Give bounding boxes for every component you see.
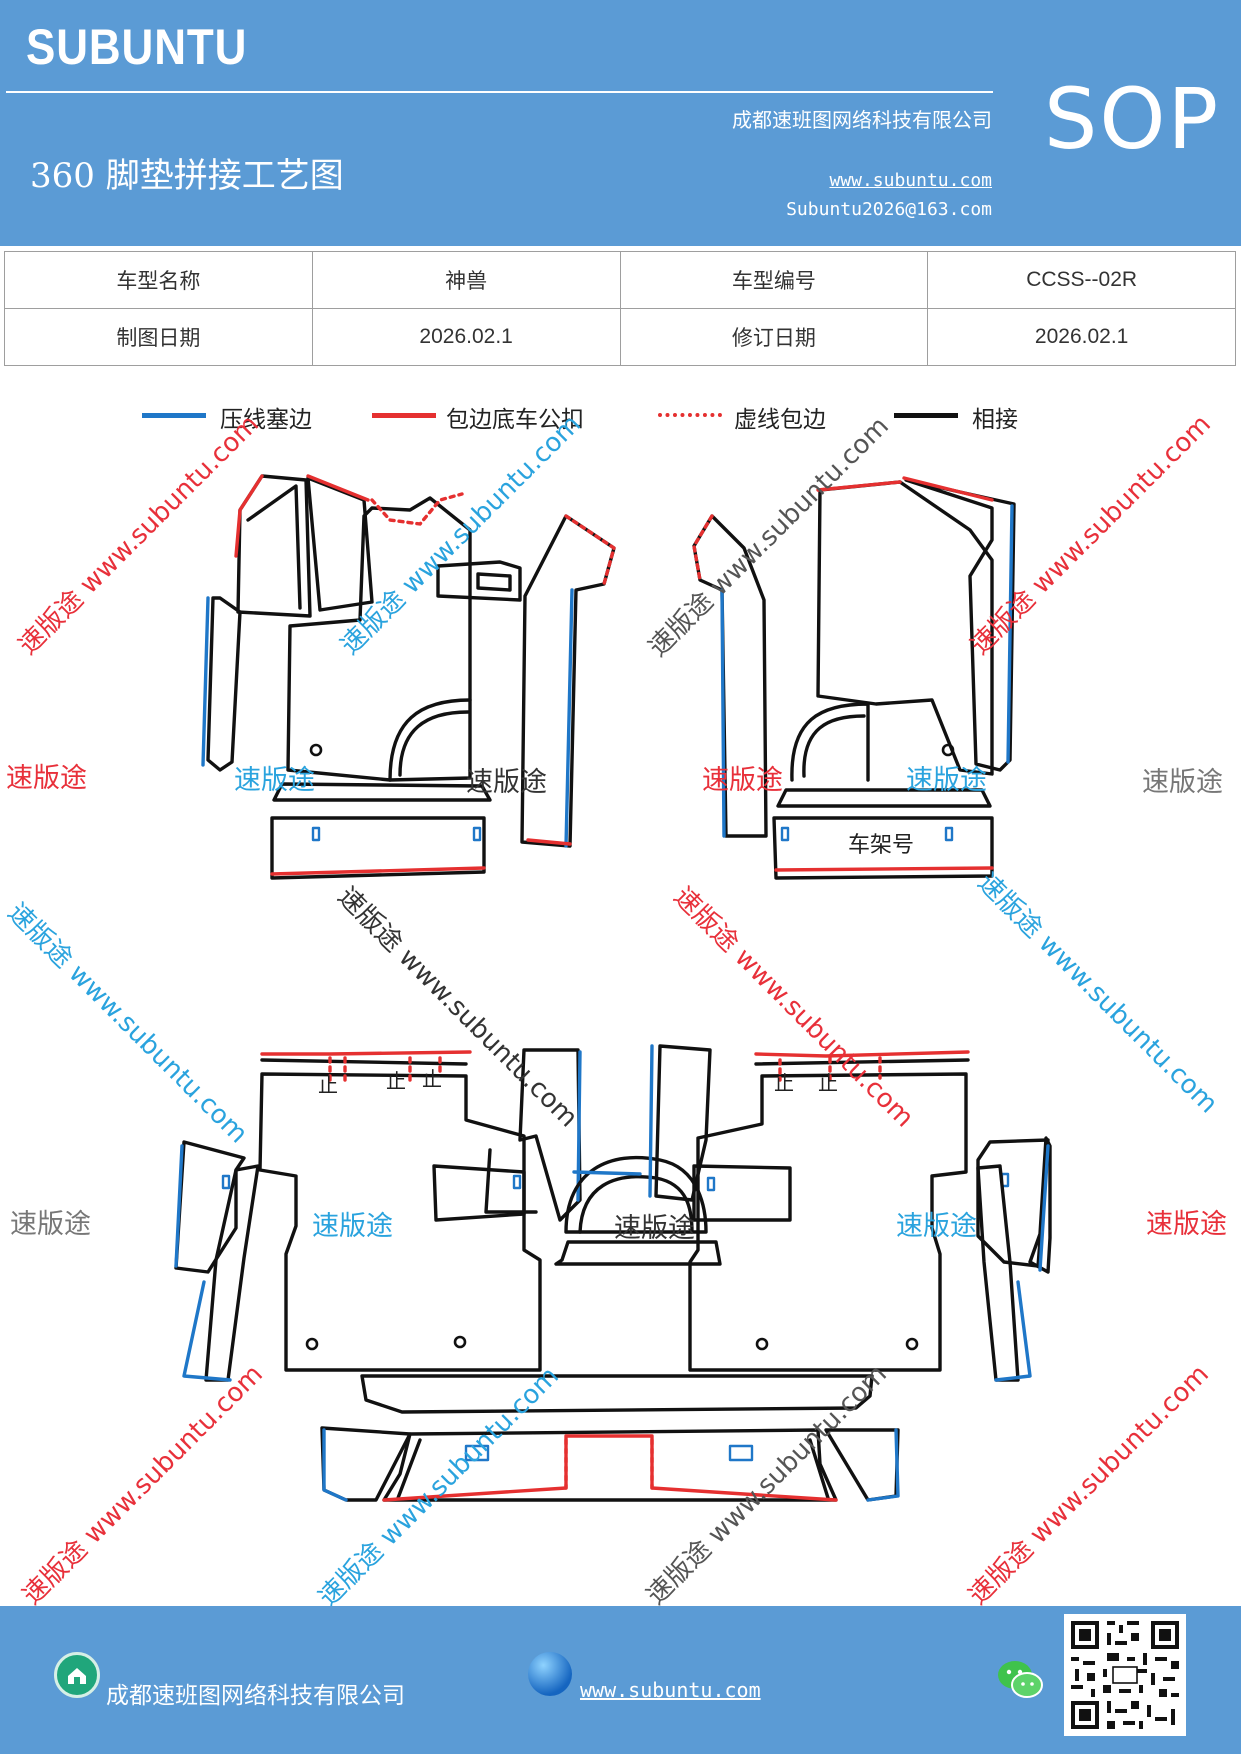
table-row: 车型名称 神兽 车型编号 CCSS--02R (4, 251, 1236, 309)
buckle-label: 止 (818, 1071, 838, 1095)
rear-mat-group: 止 止 止 止 止 (174, 1044, 1052, 1502)
email-address: Subuntu2026@163.com (786, 199, 992, 220)
model-code-label: 车型编号 (619, 251, 929, 309)
header-banner: SUBUNTU 成都速班图网络科技有限公司 360 脚垫拼接工艺图 www.su… (0, 0, 1241, 246)
qr-code[interactable] (1064, 1614, 1186, 1736)
revise-date-value: 2026.02.1 (927, 308, 1236, 366)
model-code-value: CCSS--02R (927, 251, 1236, 309)
watermark-label: 速版途 (1146, 1209, 1227, 1240)
floor-mat-drawing: 车架号 止 止 止 (174, 474, 1052, 1502)
legend-label: 包边底车公扣 (446, 407, 584, 433)
table-row: 制图日期 2026.02.1 修订日期 2026.02.1 (4, 308, 1236, 366)
buckle-label: 止 (386, 1069, 406, 1093)
footer-banner: 成都速班图网络科技有限公司 www.subuntu.com (0, 1606, 1241, 1754)
legend-label: 压线塞边 (220, 407, 312, 433)
watermark-label: 速版途 (1142, 767, 1223, 798)
frame-number-label: 车架号 (848, 833, 914, 858)
watermark-label: 速版途 (312, 1211, 393, 1242)
front-left-mat-group (201, 474, 616, 880)
vehicle-info-table: 车型名称 神兽 车型编号 CCSS--02R 制图日期 2026.02.1 修订… (4, 251, 1236, 366)
company-home-icon (54, 1652, 100, 1698)
buckle-label: 止 (318, 1073, 338, 1097)
draw-date-value: 2026.02.1 (311, 308, 621, 366)
watermark-label: 速版途 (702, 765, 783, 796)
legend-swatch-red (372, 413, 436, 418)
company-name: 成都速班图网络科技有限公司 (732, 108, 992, 132)
footer-website-link[interactable]: www.subuntu.com (580, 1678, 761, 1702)
watermark-label: 速版途 (10, 1209, 91, 1240)
page-title: 360 脚垫拼接工艺图 (30, 156, 344, 196)
watermark-label: 速版途 (614, 1213, 695, 1244)
buckle-label: 止 (774, 1071, 794, 1095)
sop-badge: SOP (1044, 70, 1221, 168)
wechat-icon[interactable] (996, 1658, 1044, 1702)
model-name-label: 车型名称 (4, 251, 313, 309)
watermark-label: 速版途 (466, 767, 547, 798)
legend-swatch-black (894, 413, 958, 418)
footer-company-name: 成都速班图网络科技有限公司 (106, 1683, 405, 1709)
watermark-label: 速版途 (906, 765, 987, 796)
model-name-value: 神兽 (311, 251, 621, 309)
watermark-label: 速版途 (896, 1211, 977, 1242)
header-divider (6, 91, 993, 93)
legend-swatch-red-dotted (658, 413, 722, 417)
front-right-mat-group: 车架号 (692, 476, 1016, 880)
draw-date-label: 制图日期 (4, 308, 313, 366)
watermark-label: 速版途 (234, 765, 315, 796)
revise-date-label: 修订日期 (619, 308, 929, 366)
legend-label: 虚线包边 (734, 407, 826, 433)
buckle-label: 止 (422, 1067, 442, 1091)
website-link[interactable]: www.subuntu.com (829, 170, 992, 191)
legend-swatch-blue (142, 413, 206, 418)
legend-label: 相接 (972, 407, 1018, 433)
globe-icon (528, 1652, 572, 1696)
brand-logo: SUBUNTU (26, 19, 248, 75)
watermark-label: 速版途 (6, 763, 87, 794)
